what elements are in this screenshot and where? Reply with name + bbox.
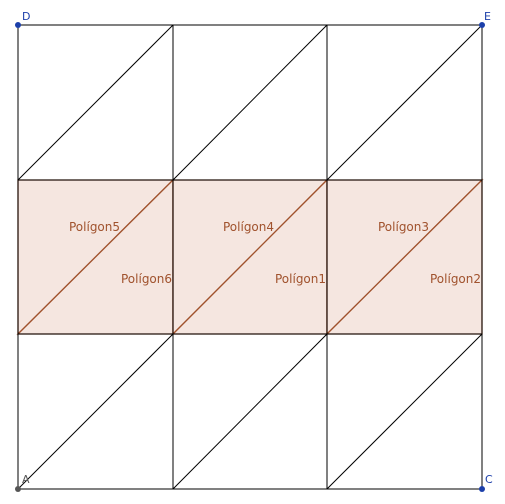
point-e-label: E	[484, 10, 491, 23]
point-a[interactable]	[15, 486, 21, 492]
point-a-label: A	[22, 473, 30, 486]
points: D E C A	[15, 10, 493, 492]
diagonal-bottom-3[interactable]	[326, 333, 483, 490]
polygon-6-label: Polígon6	[121, 272, 172, 286]
diagonal-top-3[interactable]	[326, 24, 483, 181]
diagonal-bottom-2[interactable]	[172, 333, 328, 490]
point-d-label: D	[22, 10, 30, 23]
diagonal-top-1[interactable]	[17, 24, 174, 181]
grid-lines	[17, 24, 483, 490]
polygon-2-label: Polígon2	[430, 272, 481, 286]
polygon-1-label: Polígon1	[275, 272, 326, 286]
point-c[interactable]	[479, 486, 485, 492]
polygon-group	[16, 178, 484, 336]
diagonal-bottom-1[interactable]	[17, 333, 174, 490]
diagonal-top-2[interactable]	[172, 24, 328, 181]
polygon-5-label: Polígon5	[69, 220, 120, 234]
point-e[interactable]	[479, 22, 485, 28]
point-c-label: C	[485, 473, 493, 486]
polygon-labels: Polígon5 Polígon6 Polígon4 Polígon1 Polí…	[69, 220, 481, 286]
point-d[interactable]	[15, 22, 21, 28]
polygon-3-label: Polígon3	[378, 220, 429, 234]
polygon-4-label: Polígon4	[223, 220, 274, 234]
